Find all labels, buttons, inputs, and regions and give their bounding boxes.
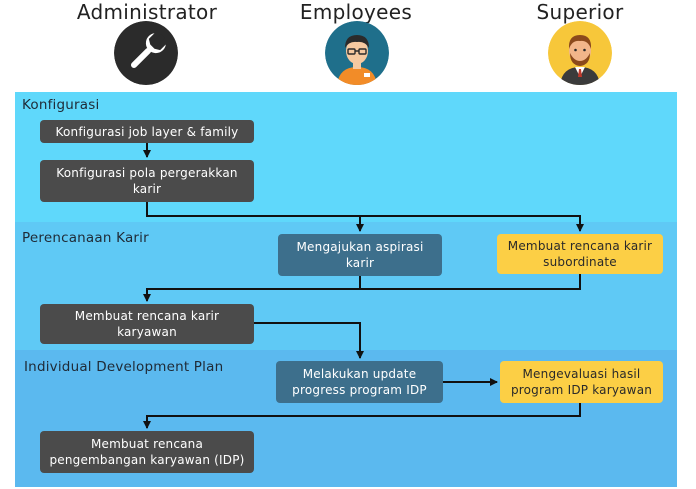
employee-avatar-icon [325, 21, 389, 85]
superior-avatar-icon [548, 21, 612, 85]
connector-n4-n5 [360, 274, 581, 290]
node-rencana-pengembangan-idp[interactable]: Membuat rencana pengembangan karyawan (I… [40, 431, 254, 473]
node-konfigurasi-job-layer[interactable]: Konfigurasi job layer & family [40, 120, 254, 143]
node-evaluasi-program-idp[interactable]: Mengevaluasi hasil program IDP karyawan [500, 361, 663, 403]
connector-n3-n5 [143, 276, 361, 302]
node-update-progress-idp[interactable]: Melakukan update progress program IDP [276, 361, 443, 403]
wrench-icon [114, 21, 178, 85]
lane-label-idp: Individual Development Plan [24, 359, 224, 375]
node-rencana-karir-subordinate[interactable]: Membuat rencana karir subordinate [497, 234, 663, 274]
role-title-employees: Employees [299, 0, 413, 24]
lane-label-perencanaan-karir: Perencanaan Karir [22, 230, 149, 246]
node-rencana-karir-karyawan[interactable]: Membuat rencana karir karyawan [40, 304, 254, 344]
role-title-superior: Superior [536, 0, 624, 24]
node-mengajukan-aspirasi[interactable]: Mengajukan aspirasi karir [278, 234, 442, 276]
lane-label-konfigurasi: Konfigurasi [22, 97, 100, 113]
role-title-administrator: Administrator [76, 0, 218, 24]
connector-n7-n8 [143, 403, 581, 429]
node-konfigurasi-pola-pergerakkan[interactable]: Konfigurasi pola pergerakkan karir [40, 160, 254, 202]
connector-n2-n4 [360, 215, 584, 232]
connector-n2-n3 [146, 202, 364, 232]
connector-n5-n6 [254, 322, 364, 359]
